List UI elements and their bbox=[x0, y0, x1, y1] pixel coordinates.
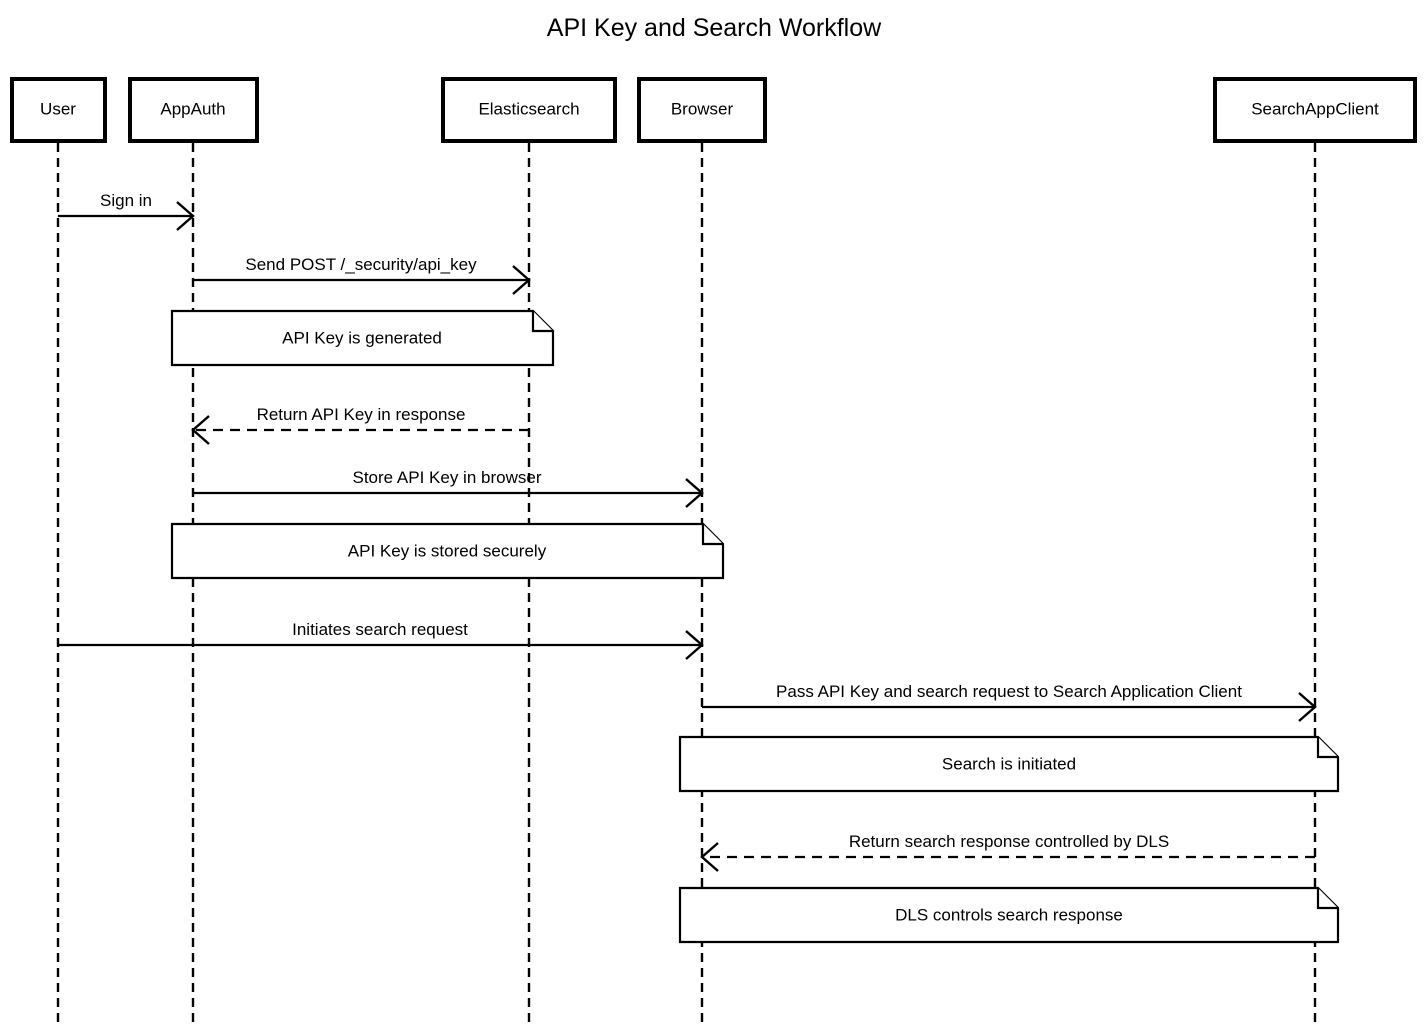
note-dls-controls-response: DLS controls search response bbox=[678, 886, 1340, 944]
message-label-store-api-key: Store API Key in browser bbox=[353, 468, 542, 487]
participant-appauth[interactable]: AppAuth bbox=[128, 77, 259, 143]
note-label-api-key-generated: API Key is generated bbox=[282, 328, 442, 347]
participant-browser[interactable]: Browser bbox=[637, 77, 767, 143]
participant-label-browser: Browser bbox=[671, 99, 734, 118]
message-label-initiates-search: Initiates search request bbox=[292, 620, 468, 639]
page-title: API Key and Search Workflow bbox=[547, 14, 882, 42]
participant-user[interactable]: User bbox=[10, 77, 107, 143]
message-pass-api-key-search[interactable]: Pass API Key and search request to Searc… bbox=[702, 682, 1317, 722]
participant-label-user: User bbox=[40, 99, 76, 118]
message-store-api-key[interactable]: Store API Key in browser bbox=[193, 468, 704, 508]
note-api-key-stored: API Key is stored securely bbox=[170, 522, 725, 580]
message-label-return-api-key: Return API Key in response bbox=[257, 405, 466, 424]
message-label-sign-in: Sign in bbox=[100, 191, 152, 210]
note-label-dls-controls-response: DLS controls search response bbox=[895, 905, 1123, 924]
participant-label-searchappclient: SearchAppClient bbox=[1251, 99, 1379, 118]
note-api-key-generated: API Key is generated bbox=[170, 309, 555, 367]
message-return-api-key[interactable]: Return API Key in response bbox=[191, 405, 529, 445]
message-send-post-api-key[interactable]: Send POST /_security/api_key bbox=[193, 255, 531, 295]
note-search-initiated: Search is initiated bbox=[678, 735, 1340, 793]
participant-searchappclient[interactable]: SearchAppClient bbox=[1213, 77, 1417, 143]
participant-label-appauth: AppAuth bbox=[160, 99, 225, 118]
message-label-return-search-response: Return search response controlled by DLS bbox=[849, 832, 1169, 851]
note-label-api-key-stored: API Key is stored securely bbox=[348, 541, 547, 560]
message-return-search-response[interactable]: Return search response controlled by DLS bbox=[700, 832, 1315, 872]
message-label-pass-api-key-search: Pass API Key and search request to Searc… bbox=[776, 682, 1242, 701]
message-label-send-post-api-key: Send POST /_security/api_key bbox=[245, 255, 477, 274]
message-initiates-search[interactable]: Initiates search request bbox=[58, 620, 704, 660]
participant-elasticsearch[interactable]: Elasticsearch bbox=[441, 77, 617, 143]
note-label-search-initiated: Search is initiated bbox=[942, 754, 1076, 773]
message-sign-in[interactable]: Sign in bbox=[58, 191, 195, 231]
participant-label-elasticsearch: Elasticsearch bbox=[478, 99, 579, 118]
